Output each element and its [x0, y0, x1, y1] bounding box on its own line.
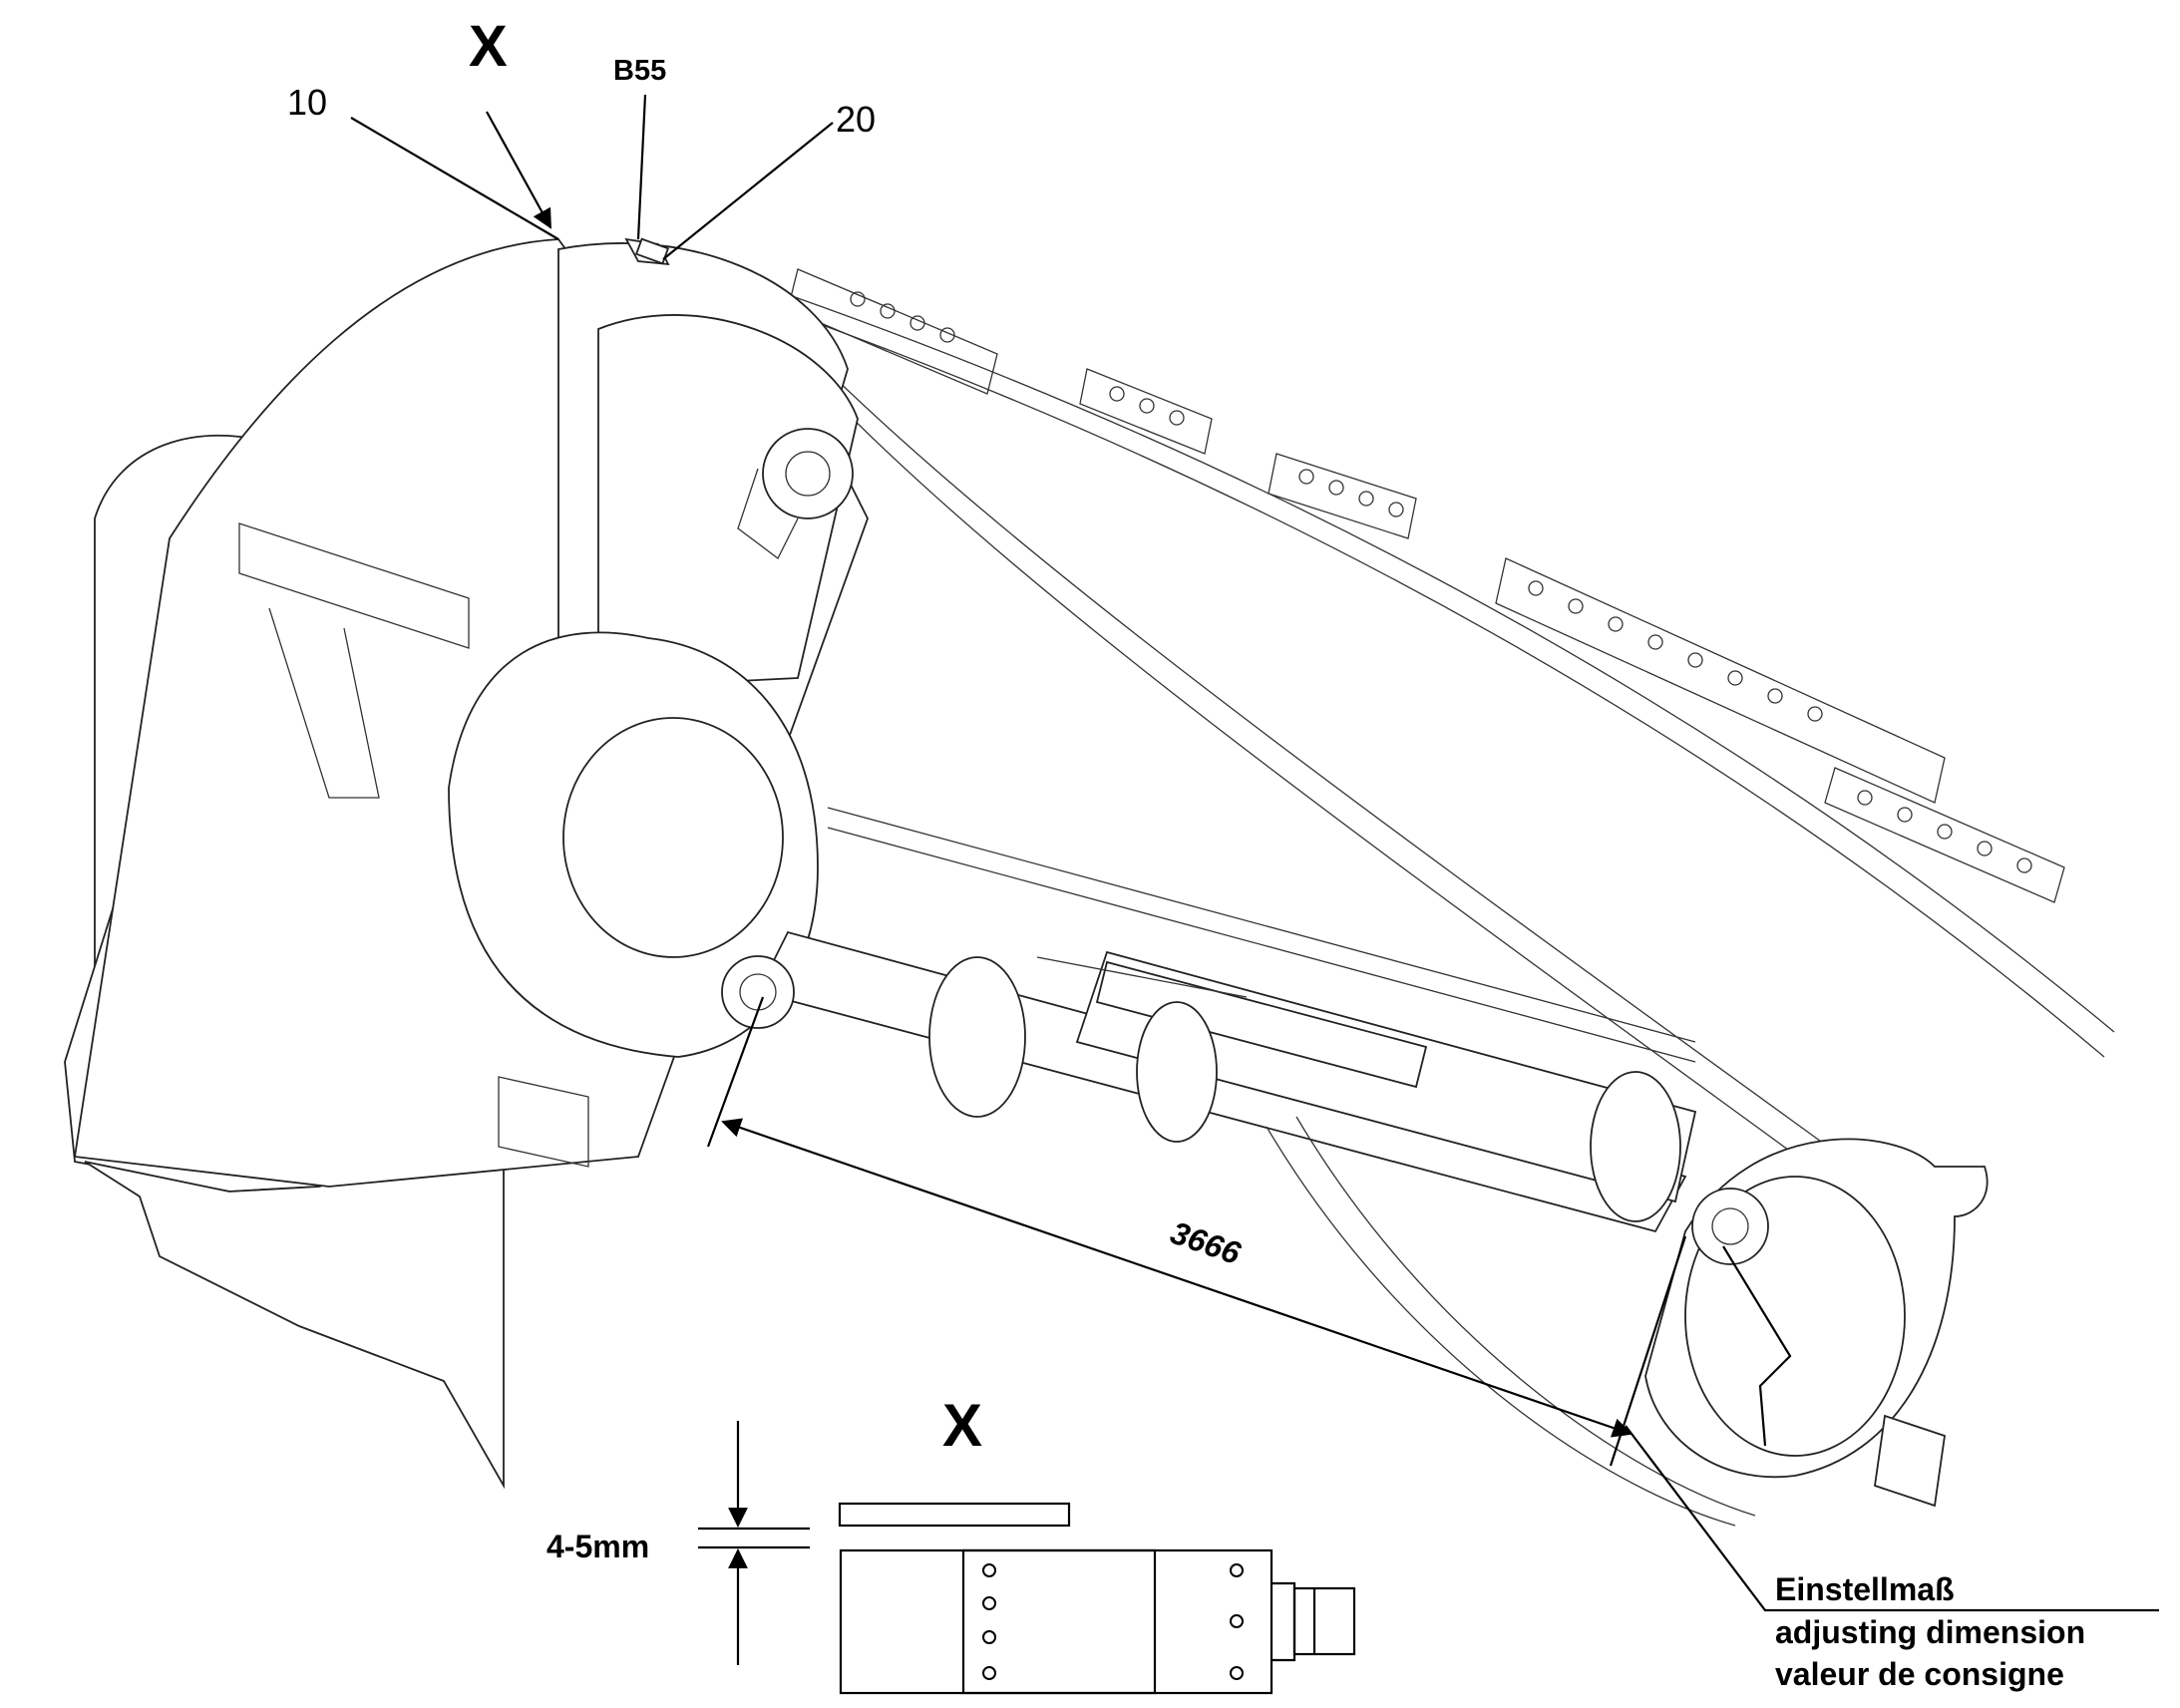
- dimension-3666: [706, 996, 1687, 1467]
- sensor-b55: [624, 237, 670, 266]
- sensor-body: [839, 1548, 1273, 1695]
- part-20-leader: [662, 122, 834, 260]
- target-plate: [838, 1502, 1071, 1528]
- b55-leader: [636, 94, 647, 240]
- hydraulic-cylinder: [756, 807, 1697, 1233]
- bucket-wheel-hub: [1644, 1138, 1989, 1508]
- bucket-teeth-rows: [787, 268, 2065, 903]
- callout-20: 20: [836, 99, 876, 140]
- legend-fr: valeur de consigne: [1775, 1656, 2064, 1692]
- callout-b55: B55: [613, 55, 666, 87]
- cylinder-mount-housing: [448, 631, 819, 1058]
- view-marker-top: X: [469, 14, 508, 79]
- boom-arc: [637, 243, 2115, 1178]
- legend-de: Einstellmaß: [1775, 1571, 1955, 1607]
- legend-leader: [1625, 1425, 2159, 1612]
- legend-en: adjusting dimension: [1775, 1614, 2085, 1650]
- rod-eye-left: [721, 955, 795, 1029]
- legend-leader-thin: [1722, 1245, 1792, 1447]
- callout-10: 10: [287, 82, 327, 123]
- part-10-leader: [350, 117, 559, 240]
- view-marker-detail: X: [942, 1392, 982, 1459]
- view-x-arrow: [486, 111, 551, 229]
- pivot-housing: [557, 242, 859, 700]
- dimension-3666-label: 3666: [1166, 1214, 1245, 1271]
- detail-x: [698, 1421, 1356, 1695]
- gap-dimension-label: 4-5mm: [546, 1529, 649, 1564]
